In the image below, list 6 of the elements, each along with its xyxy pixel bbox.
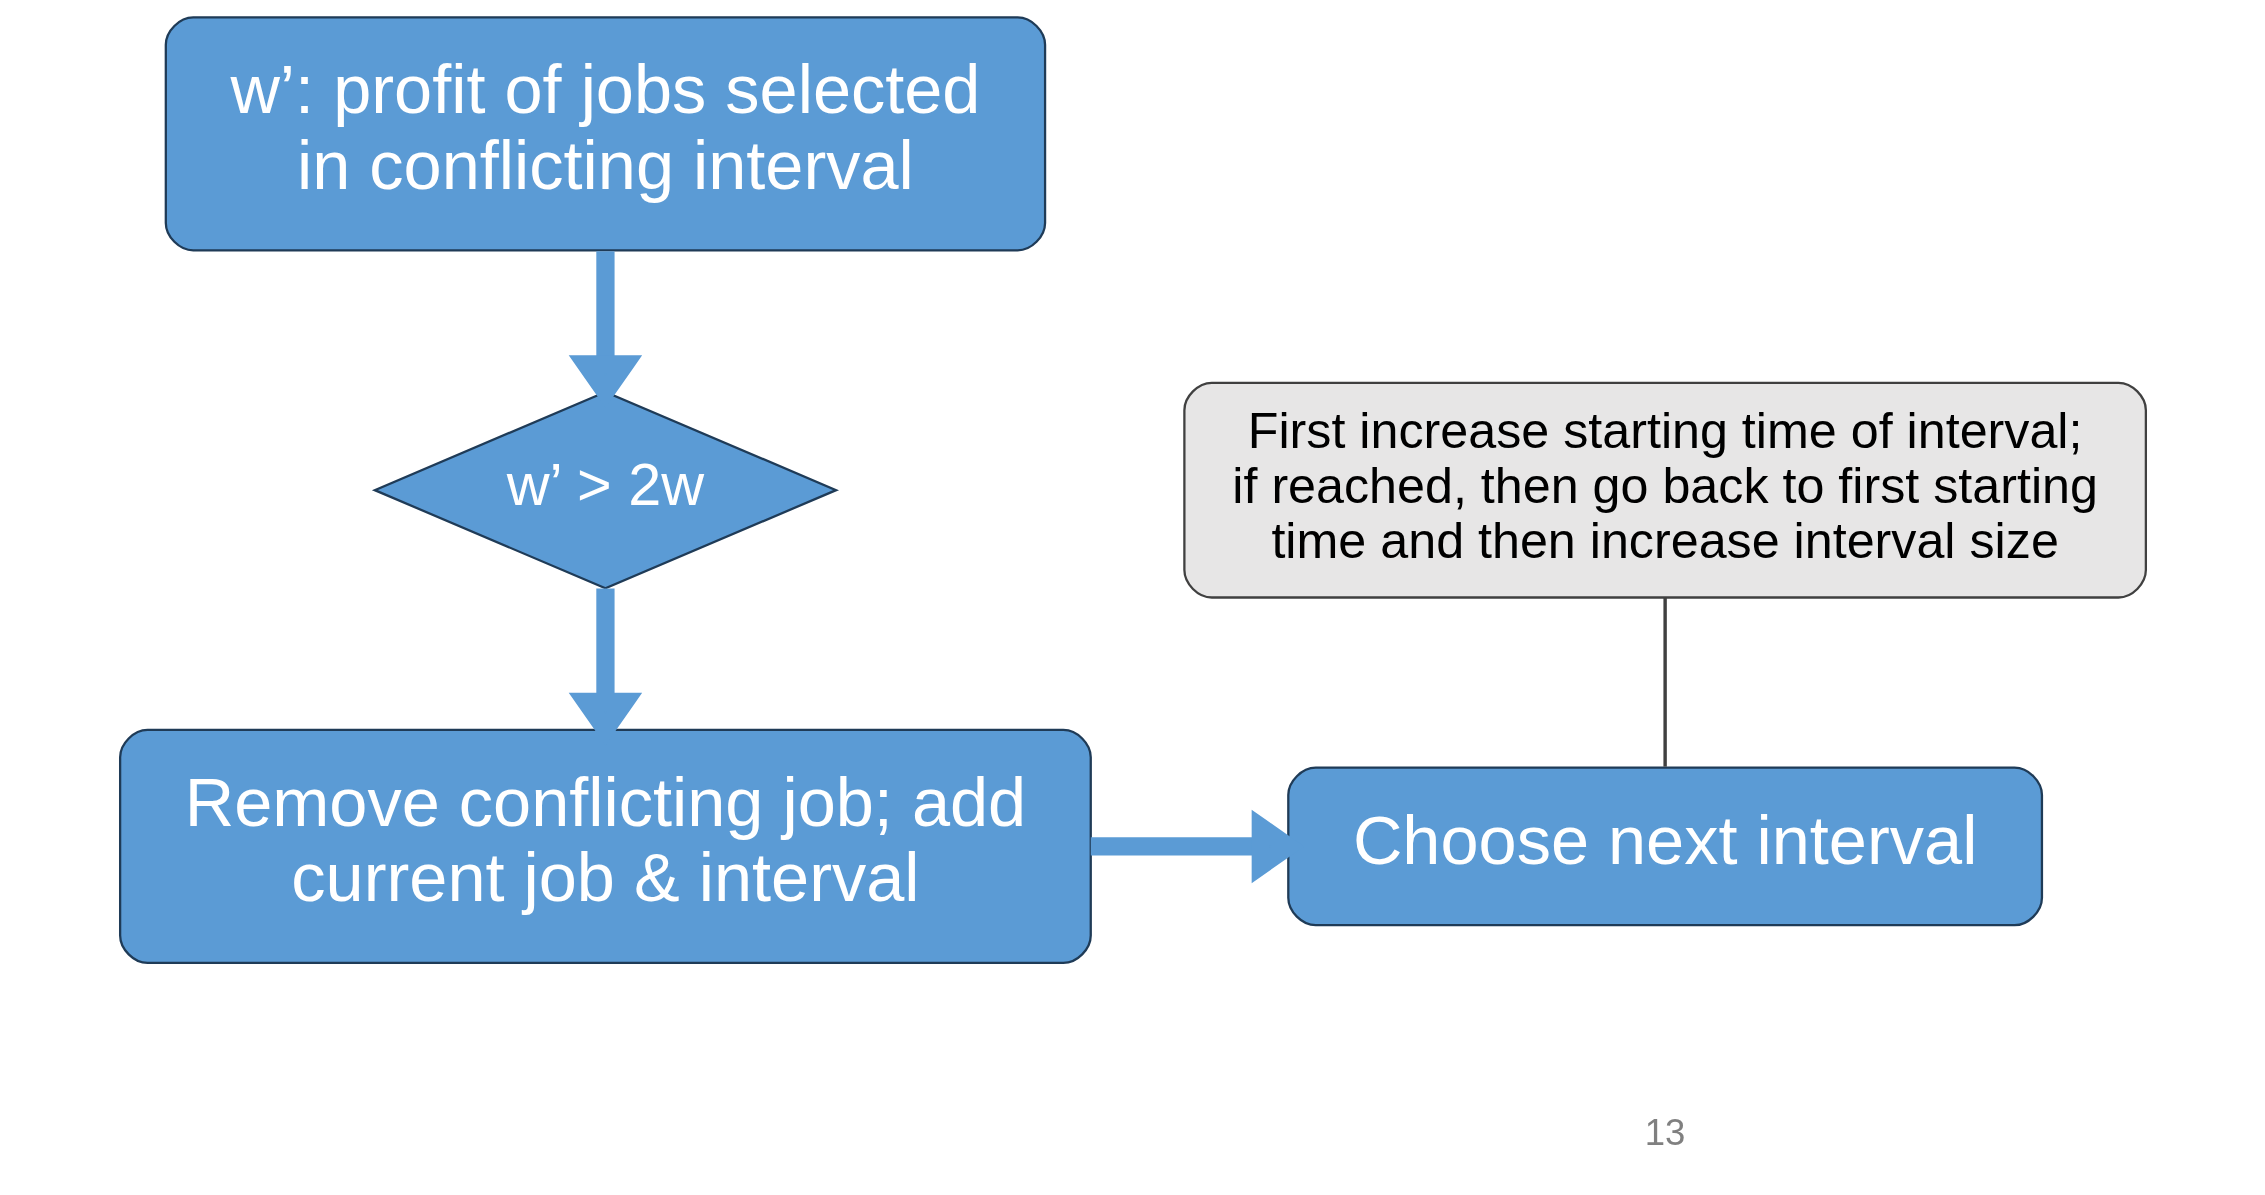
- node-box: Remove conflicting job; add current job & interval: [118, 728, 1092, 965]
- node-box: Choose next interval: [1286, 766, 2043, 927]
- label: 13: [1644, 1112, 1685, 1154]
- connector: [1662, 598, 1667, 767]
- node-box: w’: profit of jobs selected in conflicting interval: [164, 16, 1046, 252]
- node-box: First increase starting time of interval; if reached, then go back to first starting time and then increase interval size: [1182, 381, 2147, 599]
